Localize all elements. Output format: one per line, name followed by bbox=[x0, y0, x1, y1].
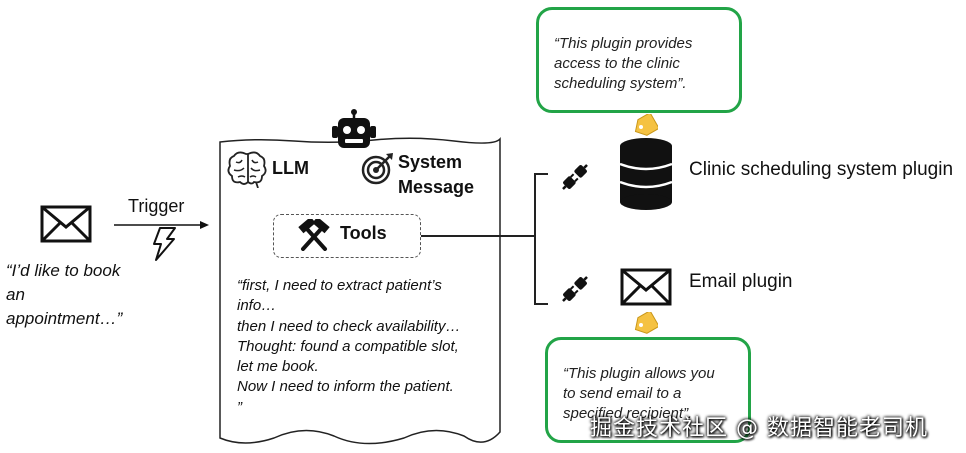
lightning-icon bbox=[153, 227, 176, 261]
tag-icon bbox=[634, 312, 658, 334]
reasoning-text: “first, I need to extract patient’s info… bbox=[237, 277, 461, 416]
hammer-icon bbox=[298, 219, 330, 251]
brain-icon bbox=[227, 151, 267, 188]
user-message: “I’d like to book an appointment…” bbox=[6, 261, 123, 328]
plug-connect-icon bbox=[562, 276, 588, 302]
trigger-label: Trigger bbox=[128, 196, 185, 216]
envelope-icon bbox=[620, 268, 672, 306]
envelope-icon bbox=[40, 205, 92, 243]
llm-label: LLM bbox=[272, 158, 309, 178]
watermark: 掘金技术社区 @ 数据智能老司机 bbox=[590, 416, 928, 441]
target-icon bbox=[361, 153, 393, 185]
branch-vertical bbox=[534, 173, 536, 304]
plug-connect-icon bbox=[562, 164, 588, 190]
system-message-label: System Message bbox=[398, 152, 475, 197]
database-icon bbox=[619, 138, 673, 210]
tools-connector bbox=[421, 235, 534, 237]
trigger-arrow bbox=[114, 221, 209, 229]
tools-box bbox=[273, 214, 421, 258]
email-plugin-label: Email plugin bbox=[689, 271, 793, 292]
email-plugin-description: “This plugin allows you to send email to… bbox=[545, 337, 751, 443]
clinic-plugin-description: “This plugin provides access to the clin… bbox=[536, 7, 742, 113]
tools-label: Tools bbox=[340, 223, 387, 243]
tag-icon bbox=[634, 114, 658, 136]
branch-top bbox=[534, 173, 548, 175]
branch-bottom bbox=[534, 303, 548, 305]
clinic-plugin-label: Clinic scheduling system plugin bbox=[689, 159, 954, 180]
robot-icon bbox=[332, 109, 376, 148]
